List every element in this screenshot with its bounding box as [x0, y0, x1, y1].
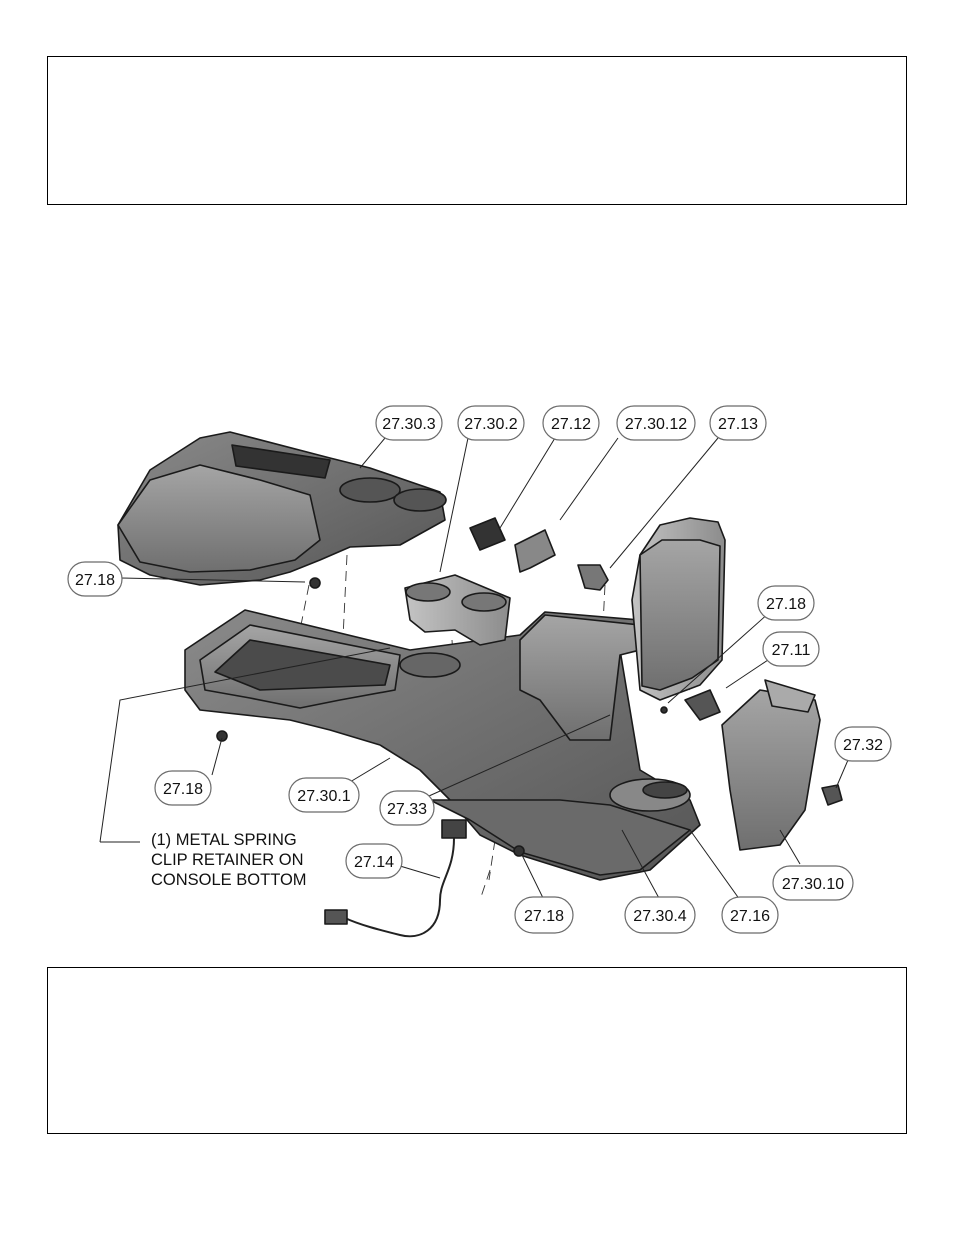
screws	[216, 577, 668, 857]
callout-27-14: 27.14	[345, 843, 403, 879]
wire-harness-part	[324, 819, 467, 938]
leader-lines	[99, 437, 849, 901]
callout-27-30-12: 27.30.12	[616, 405, 696, 441]
callout-27-30-10: 27.30.10	[772, 865, 854, 901]
spring-clip-note: (1) METAL SPRING CLIP RETAINER ON CONSOL…	[151, 831, 307, 889]
callout-27-18-left: 27.18	[67, 561, 123, 597]
svg-text:27.13: 27.13	[718, 416, 758, 433]
cup-holder-insert-part	[404, 574, 511, 646]
callout-27-33: 27.33	[379, 790, 435, 826]
svg-text:27.32: 27.32	[843, 737, 883, 754]
console-lower-frame-part	[184, 609, 701, 881]
svg-text:27.11: 27.11	[772, 642, 811, 659]
svg-text:27.18: 27.18	[163, 781, 203, 798]
callout-27-30-1: 27.30.1	[288, 777, 360, 813]
svg-text:27.30.3: 27.30.3	[382, 416, 435, 433]
svg-text:27.16: 27.16	[730, 908, 770, 925]
power-outlet-part	[577, 564, 609, 591]
side-panel-part	[721, 679, 821, 851]
bottom-empty-frame	[47, 967, 907, 1134]
top-empty-frame	[47, 56, 907, 205]
callout-27-18-bottom: 27.18	[514, 896, 574, 934]
svg-text:CONSOLE BOTTOM: CONSOLE BOTTOM	[151, 871, 307, 889]
callout-27-18-right: 27.18	[757, 585, 815, 621]
svg-text:27.18: 27.18	[75, 572, 115, 589]
armrest-lid-part	[631, 517, 726, 701]
callout-27-30-4: 27.30.4	[624, 896, 696, 934]
knob-part	[821, 784, 843, 806]
callout-27-11: 27.11	[762, 631, 820, 667]
svg-text:27.18: 27.18	[766, 596, 806, 613]
svg-text:(1) METAL SPRING: (1) METAL SPRING	[151, 831, 297, 849]
callout-27-30-3: 27.30.3	[375, 405, 443, 441]
console-upper-lid-part	[117, 431, 447, 586]
svg-text:27.30.12: 27.30.12	[625, 416, 687, 433]
usb-port-part	[469, 517, 506, 551]
bracket-part	[514, 529, 556, 573]
svg-text:CLIP RETAINER ON: CLIP RETAINER ON	[151, 851, 304, 869]
svg-text:27.30.2: 27.30.2	[464, 416, 517, 433]
svg-text:27.30.10: 27.30.10	[782, 876, 844, 893]
svg-text:27.12: 27.12	[551, 416, 591, 433]
callout-27-13: 27.13	[709, 405, 767, 441]
svg-text:27.18: 27.18	[524, 908, 564, 925]
callout-27-12: 27.12	[542, 405, 600, 441]
svg-text:27.14: 27.14	[354, 854, 394, 871]
svg-text:27.30.1: 27.30.1	[297, 788, 350, 805]
svg-text:27.33: 27.33	[387, 801, 427, 818]
callout-27-18-lower: 27.18	[154, 770, 212, 806]
callout-27-16: 27.16	[721, 896, 779, 934]
callout-27-30-2: 27.30.2	[457, 405, 525, 441]
svg-text:27.30.4: 27.30.4	[633, 908, 686, 925]
callout-27-32: 27.32	[834, 726, 892, 762]
switch-part	[684, 689, 721, 721]
